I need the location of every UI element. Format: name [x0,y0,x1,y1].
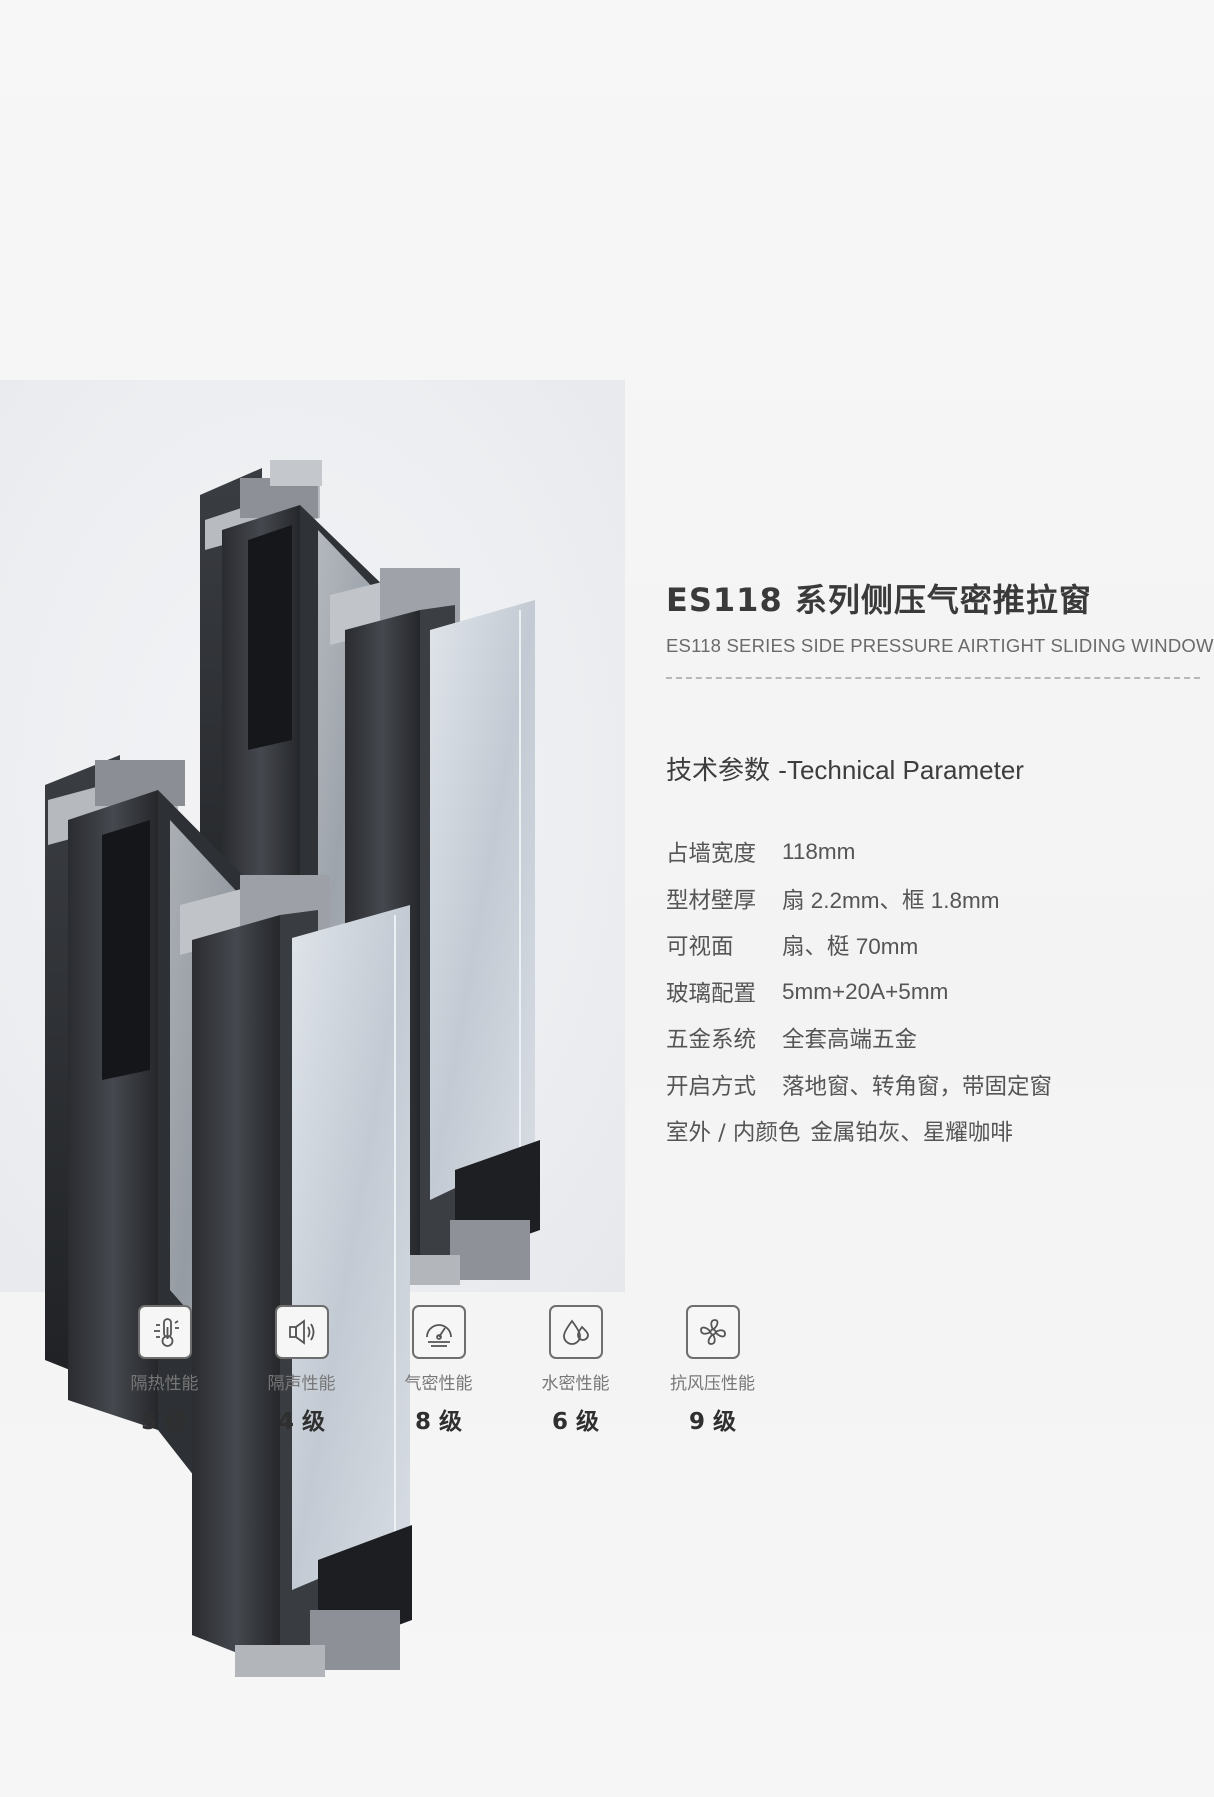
fan-icon [685,1305,740,1359]
section-heading-cn: 技术参数 [666,756,771,786]
feature-wind-pressure: 抗风压性能 9 级 [644,1305,781,1436]
feature-water-tightness: 水密性能 6 级 [507,1305,644,1436]
feature-level: 5 级 [140,1409,188,1435]
parameter-label: 开启方式 [666,1073,757,1100]
performance-features: 隔热性能 5 级 隔声性能 4 级 气密性能 8 级 [96,1305,781,1436]
product-title-en: ES118 SERIES SIDE PRESSURE AIRTIGHT SLID… [666,635,1214,656]
section-heading-en: -Technical Parameter [778,755,1024,785]
parameter-value: 118mm [782,839,856,865]
front-window-section [45,755,412,1677]
feature-name: 隔热性能 [130,1374,199,1394]
parameter-label: 五金系统 [666,1027,757,1054]
parameter-label: 室外 / 内颜色 [666,1120,801,1147]
feature-sound-insulation: 隔声性能 4 级 [233,1305,370,1436]
parameter-value: 全套高端五金 [782,1027,918,1053]
parameter-list: 占墙宽度 118mm 型材壁厚 扇 2.2mm、框 1.8mm 可视面 扇、梃 … [666,829,1052,1155]
title-block: ES118 系列侧压气密推拉窗 ES118 SERIES SIDE PRESSU… [666,575,1214,657]
feature-level: 6 级 [551,1409,599,1435]
parameter-row: 占墙宽度 118mm [666,829,1052,876]
feature-name: 水密性能 [541,1374,610,1394]
parameter-value: 金属铂灰、星耀咖啡 [810,1120,1013,1146]
product-title-cn: ES118 系列侧压气密推拉窗 [666,581,1092,619]
feature-thermal-insulation: 隔热性能 5 级 [96,1305,233,1436]
feature-level: 9 级 [688,1409,736,1435]
feature-level: 8 级 [414,1409,462,1435]
parameter-row: 可视面 扇、梃 70mm [666,922,1052,969]
feature-air-tightness: 气密性能 8 级 [370,1305,507,1436]
feature-name: 气密性能 [404,1374,473,1394]
feature-level: 4 级 [277,1409,325,1435]
parameter-value: 5mm+20A+5mm [782,978,949,1004]
window-profile-illustration [45,460,540,1677]
water-drop-icon [548,1305,603,1359]
speaker-icon [274,1305,329,1359]
parameter-value: 扇 2.2mm、框 1.8mm [782,887,1000,913]
parameter-label: 占墙宽度 [666,841,757,868]
parameter-row: 室外 / 内颜色 金属铂灰、星耀咖啡 [666,1108,1052,1155]
parameter-row: 开启方式 落地窗、转角窗，带固定窗 [666,1062,1052,1109]
parameter-label: 型材壁厚 [666,887,757,914]
thermometer-icon [137,1305,192,1359]
parameter-label: 可视面 [666,934,734,961]
parameter-value: 落地窗、转角窗，带固定窗 [782,1073,1053,1099]
parameter-row: 五金系统 全套高端五金 [666,1015,1052,1062]
gauge-icon [411,1305,466,1359]
parameter-value: 扇、梃 70mm [782,934,919,960]
parameter-row: 型材壁厚 扇 2.2mm、框 1.8mm [666,876,1052,923]
feature-name: 隔声性能 [267,1374,336,1394]
parameter-label: 玻璃配置 [666,980,757,1007]
parameter-row: 玻璃配置 5mm+20A+5mm [666,969,1052,1016]
section-heading: 技术参数 -Technical Parameter [666,750,1024,787]
product-image [0,380,625,1677]
dashed-divider [666,677,1200,679]
feature-name: 抗风压性能 [670,1374,755,1394]
